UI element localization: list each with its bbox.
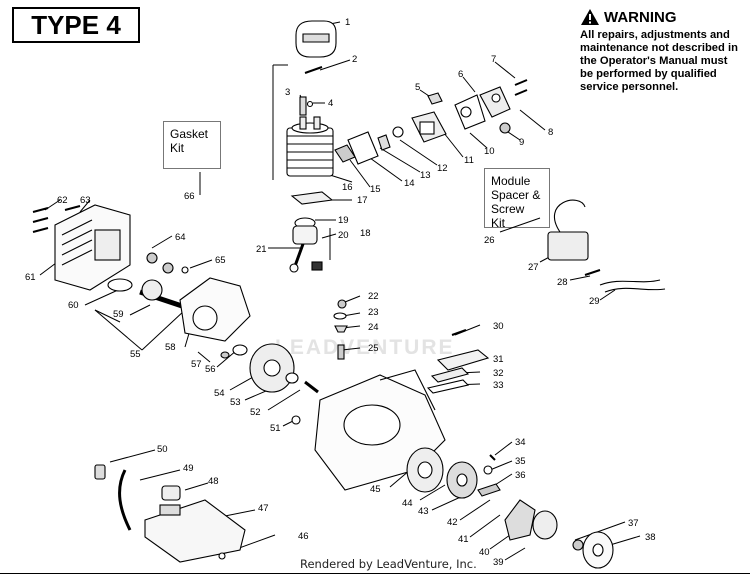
callout: 37 [628,518,639,529]
callout: 63 [80,195,91,206]
callout: 59 [113,309,124,320]
callout: 1 [345,17,350,28]
callout: 2 [352,54,357,65]
callout: 66 [184,191,195,202]
callout: 4 [328,98,333,109]
callout: 31 [493,354,504,365]
leader-lines [39,21,641,561]
callout: 21 [256,244,267,255]
callout: 64 [175,232,186,243]
warning-text: All repairs, adjustments and maintenance… [580,29,738,93]
callout: 33 [493,380,504,391]
warning-notice: WARNING All repairs, adjustments and mai… [580,8,740,94]
diagram-type-title: TYPE 4 [12,7,140,43]
callout: 48 [208,476,219,487]
gasket-kit-label: Gasket Kit [170,127,209,155]
callout: 51 [270,423,281,434]
callout: 8 [548,127,553,138]
callout: 5 [415,82,420,93]
callout: 24 [368,322,379,333]
callout: 7 [491,54,496,65]
callout: 16 [342,182,353,193]
callout: 61 [25,272,36,283]
callout: 58 [165,342,176,353]
callout: 14 [404,178,415,189]
callout: 23 [368,307,379,318]
callout: 40 [479,547,490,558]
callout: 6 [458,69,463,80]
watermark: LEADVENTURE [275,336,455,359]
callout: 43 [418,506,429,517]
callout: 25 [368,343,379,354]
callout: 29 [589,296,600,307]
callout: 35 [515,456,526,467]
callout: 12 [437,163,448,174]
warning-triangle-icon [581,9,599,25]
callout: 45 [370,484,381,495]
callout: 18 [360,228,371,239]
callout: 65 [215,255,226,266]
callout: 10 [484,146,495,157]
callout: 41 [458,534,469,545]
callout: 56 [205,364,216,375]
callout: 46 [298,531,309,542]
callout: 36 [515,470,526,481]
callout: 34 [515,437,526,448]
callout: 47 [258,503,269,514]
callout: 20 [338,230,349,241]
callout: 62 [57,195,68,206]
warning-heading: WARNING [604,8,677,26]
module-kit-label: Module Spacer & Screw Kit [491,174,541,230]
callout: 55 [130,349,141,360]
callout: 53 [230,397,241,408]
part-drawings [32,20,666,569]
gasket-kit-box: Gasket Kit [163,121,221,169]
callout: 28 [557,277,568,288]
cylinder [286,116,334,177]
callout: 54 [214,388,225,399]
callout-numbers: 1 2 3 4 5 6 7 8 9 10 11 12 13 14 15 16 1… [25,17,656,568]
callout: 11 [464,155,474,166]
callout: 19 [338,215,349,226]
callout: 27 [528,262,539,273]
callout: 22 [368,291,379,302]
callout: 13 [420,170,431,181]
callout: 42 [447,517,458,528]
callout: 49 [183,463,194,474]
callout: 60 [68,300,79,311]
callout: 17 [357,195,368,206]
footer-credit: Rendered by LeadVenture, Inc. [300,557,477,571]
callout: 15 [370,184,381,195]
callout: 50 [157,444,168,455]
bottom-rule [0,573,750,574]
callout: 32 [493,368,504,379]
callout: 57 [191,359,202,370]
callout: 26 [484,235,495,246]
callout: 3 [285,87,290,98]
callout: 39 [493,557,504,568]
callout: 30 [493,321,504,332]
callout: 38 [645,532,656,543]
callout: 44 [402,498,413,509]
callout: 9 [519,137,524,148]
callout: 52 [250,407,261,418]
